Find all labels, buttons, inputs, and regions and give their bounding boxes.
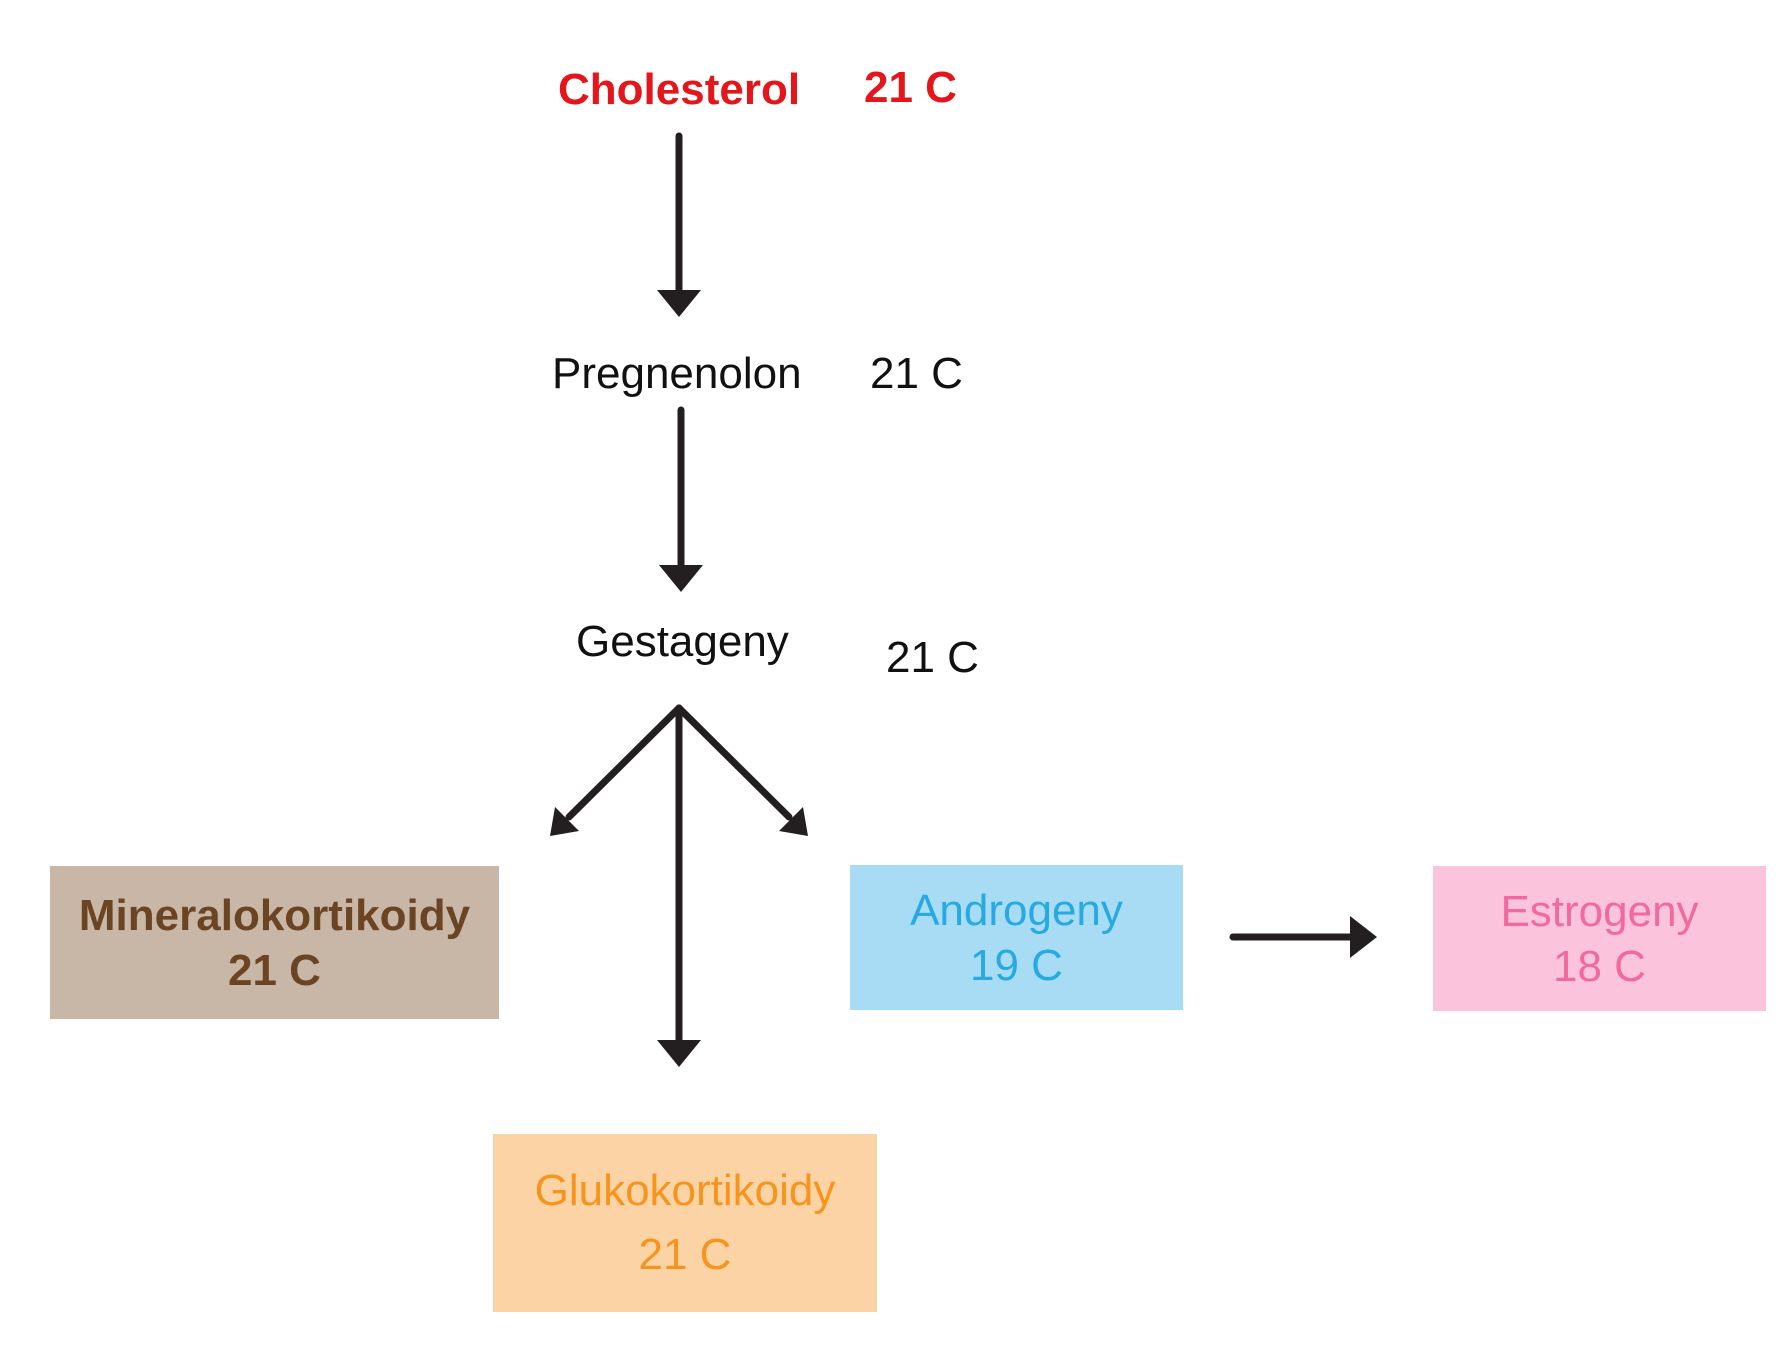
gestageny-carbon-count: 21 C: [886, 633, 979, 682]
arrow-gestageny-to-androgeny: [675, 704, 793, 821]
androgeny-label: Androgeny: [910, 885, 1123, 935]
gestageny-label: Gestageny: [576, 617, 789, 666]
mineralokortikoidy-carbon-count: 21 C: [228, 945, 321, 995]
arrowhead-gestageny-to-mineralokortikoidy: [550, 807, 579, 836]
pregnenolon-label: Pregnenolon: [552, 349, 802, 398]
arrowhead-androgeny-to-estrogeny: [1350, 916, 1377, 958]
estrogeny-box: Estrogeny 18 C: [1433, 866, 1766, 1011]
estrogeny-carbon-count: 18 C: [1553, 941, 1646, 991]
arrowhead-gestageny-to-androgeny: [779, 807, 808, 836]
arrowhead-cholesterol-to-pregnenolon: [657, 290, 701, 317]
androgeny-carbon-count: 19 C: [970, 940, 1063, 990]
mineralokortikoidy-label: Mineralokortikoidy: [78, 890, 471, 940]
glukokortikoidy-box: Glukokortikoidy 21 C: [493, 1134, 877, 1312]
cholesterol-label: Cholesterol: [558, 65, 801, 114]
androgeny-box: Androgeny 19 C: [850, 865, 1183, 1010]
cholesterol-carbon-count: 21 C: [864, 63, 957, 112]
arrow-gestageny-to-mineralokortikoidy: [565, 704, 683, 821]
arrowhead-gestageny-to-glukokortikoidy: [657, 1040, 701, 1067]
estrogeny-label: Estrogeny: [1500, 886, 1699, 936]
mineralokortikoidy-box: Mineralokortikoidy 21 C: [50, 866, 499, 1019]
glukokortikoidy-carbon-count: 21 C: [638, 1230, 732, 1279]
glukokortikoidy-label: Glukokortikoidy: [534, 1166, 836, 1216]
arrowhead-pregnenolon-to-gestageny: [659, 565, 703, 592]
pregnenolon-carbon-count: 21 C: [870, 349, 963, 398]
